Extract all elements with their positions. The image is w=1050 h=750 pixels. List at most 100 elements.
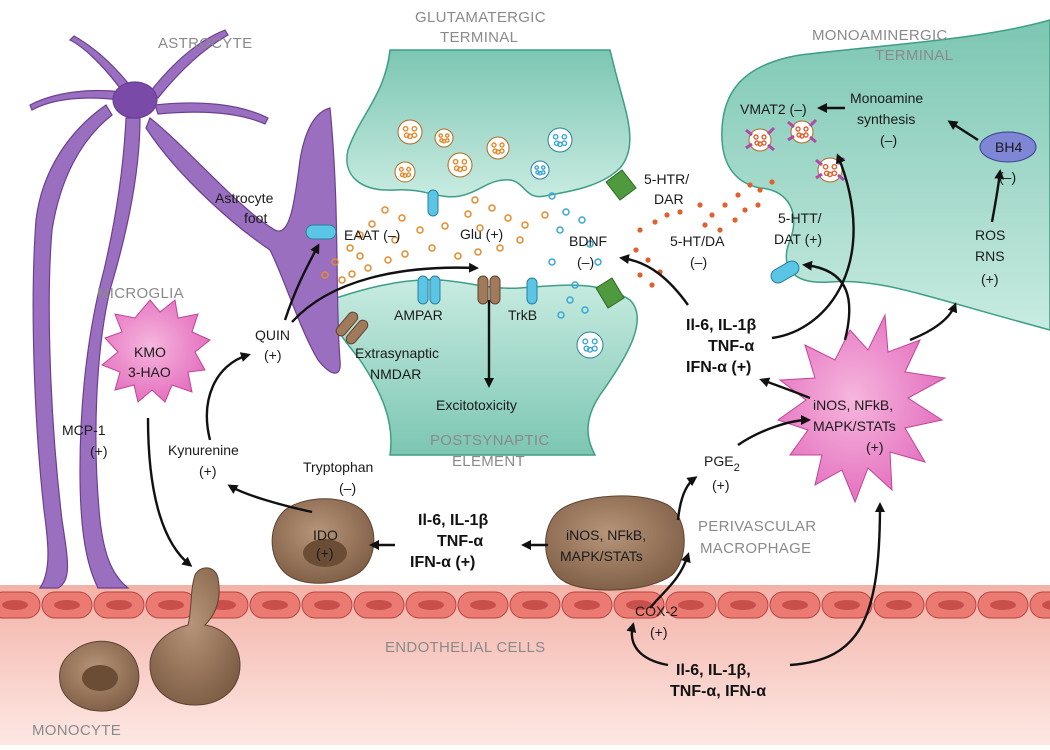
endothelial-cell [769, 591, 821, 619]
kmo-label: KMO [134, 344, 166, 360]
bdnf-molecule [571, 281, 579, 289]
astrocyte-foot-label-1: Astrocyte [215, 190, 274, 206]
pge2-plus-label: (+) [712, 477, 730, 493]
vesicle [397, 119, 423, 145]
vesicle [576, 331, 604, 359]
endothelial-cell [977, 591, 1029, 619]
astrocyte-foot [145, 107, 341, 374]
monoamine-molecule [677, 209, 683, 215]
bdnf-molecule [581, 306, 589, 314]
cytokines-right-3: IFN-α (+) [686, 359, 751, 376]
eaat-transporter [305, 224, 337, 240]
tryptophan-label-1: Tryptophan [303, 459, 373, 475]
glutamate-molecule [348, 270, 356, 278]
monoaminergic-label-1: MONOAMINERGIC [812, 27, 948, 44]
endothelial-cell [665, 591, 717, 619]
glutamate-molecule [398, 214, 406, 222]
monoamine-molecule [755, 202, 761, 208]
htt-label-2: DAT (+) [774, 231, 822, 247]
bdnf-molecule [548, 258, 556, 266]
bh4-enzyme [979, 131, 1037, 163]
glutamate-molecule [391, 236, 399, 244]
endothelial-cell [717, 591, 769, 619]
cox2-label-1: COX-2 [635, 603, 678, 619]
glutamatergic-label-1: GLUTAMATERGIC [415, 9, 546, 26]
glutamate-molecule [471, 196, 479, 204]
monoamine-molecule [769, 179, 775, 185]
monoamine-molecule [742, 207, 748, 213]
monoamine-molecule [732, 217, 738, 223]
activated-microglia [776, 313, 947, 504]
rns-label: RNS [975, 248, 1005, 264]
microglia-region-label: MICROGLIA [97, 285, 184, 302]
bh4-label: BH4 [995, 139, 1022, 155]
endothelial-cell [93, 591, 145, 619]
cytokines-bottom-1: Il-6, IL-1β, [676, 662, 751, 679]
vesicle [486, 136, 510, 160]
monoamine-molecule [757, 187, 763, 193]
ampar-receptor [417, 275, 441, 305]
glutamate-molecule [516, 236, 524, 244]
glutamate-molecule [381, 206, 389, 214]
monoamine-molecule [664, 212, 670, 218]
bdnf-molecule [548, 192, 556, 200]
synaptic-vesicles [394, 118, 846, 359]
macrophage-pathway-label-2: MAPK/STATs [560, 548, 643, 564]
neurotransmitter-molecules [321, 179, 775, 319]
cox2-label-2: (+) [650, 624, 668, 640]
extrasynaptic-nmdar [335, 311, 369, 345]
endothelial-cell [405, 591, 457, 619]
cytokines-right-2: TNF-α [708, 338, 754, 355]
monoamine-molecule [637, 272, 643, 278]
glutamate-molecule [321, 271, 329, 279]
glutamate-molecule [338, 276, 346, 284]
ros-label: ROS [975, 227, 1005, 243]
monocyte-region-label: MONOCYTE [32, 722, 121, 739]
glutamate-molecule [541, 211, 549, 219]
bh4-minus-label: (–) [999, 169, 1016, 185]
microglia-cell [101, 299, 211, 403]
monoamine-molecule [645, 257, 651, 263]
glutamate-molecule [474, 248, 482, 256]
kynurenine-label-2: (+) [199, 463, 217, 479]
glutamate-molecule [464, 210, 472, 218]
nmdar-receptor [477, 275, 501, 305]
monoamine-molecule [722, 202, 728, 208]
cytokines-left-2: TNF-α [437, 533, 483, 550]
ht-da-label-2: (–) [690, 254, 707, 270]
astrocyte-cell [29, 29, 269, 589]
mcp-label-1: MCP-1 [62, 422, 106, 438]
glutamate-molecule [441, 222, 449, 230]
glutamate-molecule [521, 221, 529, 229]
bdnf-molecule [557, 311, 565, 319]
endothelial-cell [0, 591, 41, 619]
monoamine-synthesis-label-3: (–) [880, 132, 897, 148]
excitotoxicity-label: Excitotoxicity [436, 397, 517, 413]
ido-label-2: (+) [316, 545, 334, 561]
htr-label-1: 5-HTR/ [644, 171, 689, 187]
glutamate-molecule [401, 250, 409, 258]
bdnf-molecule [586, 240, 594, 248]
kynurenine-label-1: Kynurenine [168, 442, 239, 458]
ros-plus-label: (+) [981, 271, 999, 287]
vesicle [447, 152, 473, 178]
vmat2-label: VMAT2 (–) [740, 101, 807, 117]
glutamate-molecule [428, 244, 436, 252]
postsynaptic-element [328, 279, 638, 456]
nmdar-label-1: Extrasynaptic [355, 345, 439, 361]
endothelial-cell [925, 591, 977, 619]
glutamatergic-terminal [346, 49, 631, 198]
monoamine-molecule [652, 219, 658, 225]
glutamate-molecule [454, 252, 462, 260]
endothelial-cell [41, 591, 93, 619]
bdnf-molecule [556, 226, 564, 234]
astrocyte-foot-label-2: foot [244, 210, 267, 226]
monoamine-molecule [649, 282, 655, 288]
postsynaptic-label-2: ELEMENT [452, 453, 525, 470]
perivascular-macrophage [545, 495, 685, 591]
glu-label: Glu (+) [460, 226, 503, 242]
quin-label-2: (+) [264, 347, 282, 363]
vesicle [530, 160, 550, 180]
nmdar-label-2: NMDAR [370, 366, 421, 382]
